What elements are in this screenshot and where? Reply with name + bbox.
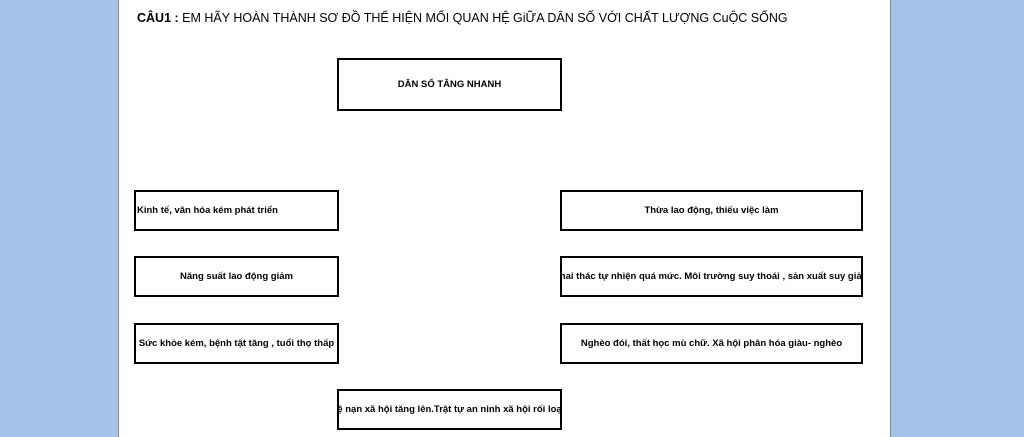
question-text: EM HÃY HOÀN THÀNH SƠ ĐỒ THỂ HIỆN MỐI QUA… bbox=[182, 11, 788, 25]
left-box-productivity: Năng suất lao động giảm bbox=[134, 256, 339, 297]
left-box-economy: Kinh tế, văn hóa kém phát triển bbox=[134, 190, 339, 231]
right-box-unemployment: Thừa lao động, thiếu việc làm bbox=[560, 190, 863, 231]
question-heading: CÂU1 : EM HÃY HOÀN THÀNH SƠ ĐỒ THỂ HIỆN … bbox=[137, 11, 788, 25]
center-box: DÂN SỐ TĂNG NHANH bbox=[337, 58, 562, 111]
right-box-environment: Khai thác tự nhiện quá mức. Môi trường s… bbox=[560, 256, 863, 297]
right-box-poverty: Nghèo đói, thất học mù chữ. Xã hội phân … bbox=[560, 323, 863, 364]
question-label: CÂU1 : bbox=[137, 11, 179, 25]
left-box-health: Sức khỏe kém, bệnh tật tăng , tuổi thọ t… bbox=[134, 323, 339, 364]
bottom-box-social-issues: Tệ nạn xã hội tăng lên.Trật tự an ninh x… bbox=[337, 389, 562, 430]
